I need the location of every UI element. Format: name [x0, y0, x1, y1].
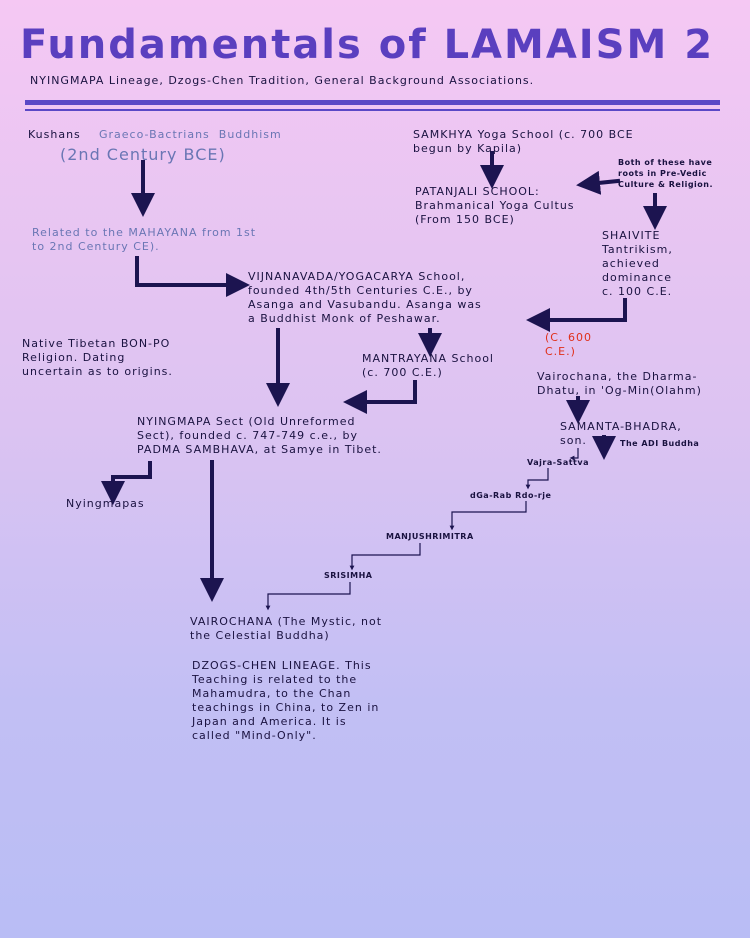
arrow-mantrayana-to-nyingmapa — [343, 380, 417, 414]
header-rule-thick — [25, 100, 720, 105]
patanjali-node: PATANJALI SCHOOL: Brahmanical Yoga Cultu… — [415, 185, 575, 226]
arrow-shaivite-to-vijnanavada — [526, 298, 627, 332]
manjushrimitra-node: MANJUSHRIMITRA — [386, 532, 474, 541]
arrow-to-patanjali — [576, 170, 621, 195]
samkhya-node: SAMKHYA Yoga School (c. 700 BCE begun by… — [413, 128, 634, 155]
arrow-dgarab-to-manjushrimitra — [449, 501, 527, 531]
header-rule-thin — [25, 109, 720, 111]
arrow-mahayana-to-vijnanavada — [135, 256, 250, 297]
vairochana-dharma-node: Vairochana, the Dharma- Dhatu, in 'Og-Mi… — [537, 370, 702, 397]
kushans-label: Kushans — [28, 128, 81, 141]
century-label: (2nd Century BCE) — [60, 145, 226, 164]
srisimha-node: SRISIMHA — [324, 571, 373, 580]
vajrasattva-node: Vajra-Sattva — [527, 458, 589, 467]
vairochana-mystic-node: VAIROCHANA (The Mystic, not the Celestia… — [190, 615, 383, 642]
arrow-to-vajrasattva — [569, 448, 579, 461]
graeco-bactrians-label: Graeco-Bactrians Buddhism — [99, 128, 282, 141]
mantrayana-node: MANTRAYANA School (c. 700 C.E.) — [362, 352, 494, 379]
nyingmapas-node: Nyingmapas — [66, 497, 145, 510]
vijnanavada-node: VIJNANAVADA/YOGACARYA School, founded 4t… — [248, 270, 482, 325]
nyingmapa-sect-node: NYINGMAPA Sect (Old Unreformed Sect), fo… — [137, 415, 382, 456]
roots-note: Both of these have roots in Pre-Vedic Cu… — [618, 158, 714, 189]
dga-rab-node: dGa-Rab Rdo-rje — [470, 491, 552, 500]
arrow-srisimha-to-vairochana — [265, 582, 351, 611]
shaivite-node: SHAIVITE Tantrikism, achieved dominance … — [602, 229, 673, 298]
samanta-bhadra-node: SAMANTA-BHADRA, son. — [560, 420, 682, 447]
page-title: Fundamentals of LAMAISM 2 — [20, 22, 715, 68]
arrow-vajrasattva-to-dgarab — [525, 468, 549, 490]
c600-note: (C. 600 C.E.) — [545, 331, 592, 358]
page-subtitle: NYINGMAPA Lineage, Dzogs-Chen Tradition,… — [30, 74, 535, 87]
mahayana-note: Related to the MAHAYANA from 1st to 2nd … — [32, 226, 257, 253]
bonpo-node: Native Tibetan BON-PO Religion. Dating u… — [22, 337, 173, 378]
adi-buddha-label: The ADI Buddha — [620, 439, 700, 448]
dzogs-chen-node: DZOGS-CHEN LINEAGE. This Teaching is rel… — [192, 659, 380, 742]
arrow-sect-to-nyingmapas — [101, 461, 152, 505]
arrow-manjushrimitra-to-srisimha — [349, 543, 421, 571]
